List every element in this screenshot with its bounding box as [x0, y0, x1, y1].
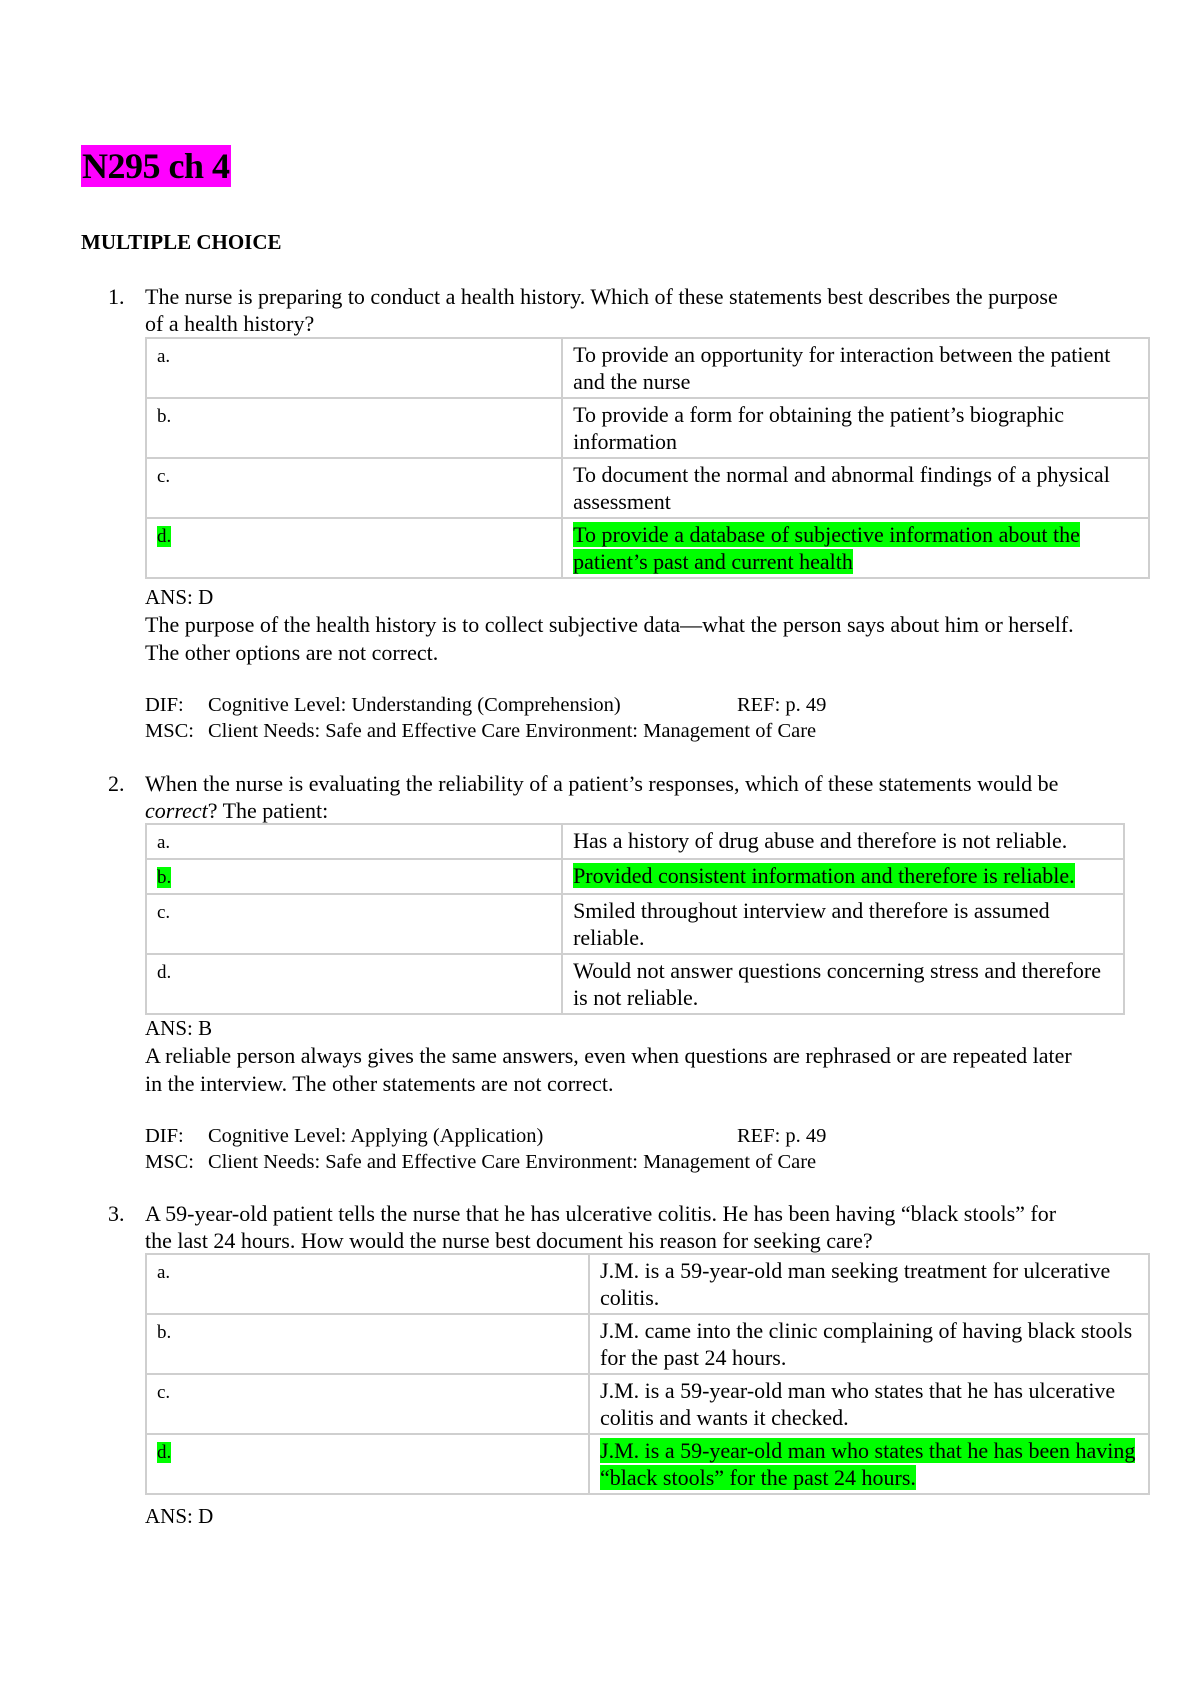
choices-table: a. To provide an opportunity for interac…	[144, 337, 1150, 579]
dif-label: DIF:	[145, 694, 184, 716]
choice-letter: b.	[157, 1322, 172, 1343]
choice-row-correct[interactable]: d. J.M. is a 59-year-old man who states …	[144, 1433, 1150, 1495]
question-number: 1.	[108, 284, 125, 309]
choice-letter: d.	[157, 526, 172, 547]
question-number: 2.	[108, 771, 125, 796]
choice-row[interactable]: c. Smiled throughout interview and there…	[144, 893, 1125, 955]
msc-label: MSC:	[145, 1151, 194, 1173]
question-stem: When the nurse is evaluating the reliabi…	[145, 771, 1059, 823]
choice-letter: a.	[157, 346, 171, 367]
question-stem: A 59-year-old patient tells the nurse th…	[145, 1201, 1057, 1253]
choice-row[interactable]: a. To provide an opportunity for interac…	[144, 337, 1150, 399]
choice-text: J.M. is a 59-year-old man who states tha…	[600, 1438, 1136, 1490]
choice-row[interactable]: b. J.M. came into the clinic complaining…	[144, 1313, 1150, 1375]
answer-key: ANS: D	[145, 1504, 214, 1528]
choice-text: J.M. is a 59-year-old man who states tha…	[600, 1378, 1116, 1430]
choice-text: Would not answer questions concerning st…	[573, 958, 1101, 1010]
dif-label: DIF:	[145, 1125, 184, 1147]
choice-row[interactable]: c. To document the normal and abnormal f…	[144, 457, 1150, 519]
difficulty: Cognitive Level: Applying (Application)	[208, 1125, 544, 1147]
choice-text: J.M. came into the clinic complaining of…	[600, 1318, 1133, 1370]
rationale: A reliable person always gives the same …	[145, 1043, 1072, 1096]
answer-key: ANS: D	[145, 585, 214, 609]
metadata: DIF: Cognitive Level: Applying (Applicat…	[145, 1123, 1105, 1175]
choice-text: Has a history of drug abuse and therefor…	[573, 828, 1068, 853]
reference: REF: p. 49	[737, 694, 827, 716]
msc: Client Needs: Safe and Effective Care En…	[208, 720, 817, 742]
choice-letter: c.	[157, 1382, 171, 1403]
choice-text: To document the normal and abnormal find…	[573, 462, 1110, 514]
choices-table: a. Has a history of drug abuse and there…	[144, 823, 1125, 1015]
reference: REF: p. 49	[737, 1125, 827, 1147]
question-number: 3.	[108, 1201, 125, 1226]
choice-row[interactable]: a. J.M. is a 59-year-old man seeking tre…	[144, 1253, 1150, 1315]
choice-letter: b.	[157, 867, 172, 888]
answer-key: ANS: B	[145, 1016, 213, 1040]
difficulty: Cognitive Level: Understanding (Comprehe…	[208, 694, 621, 716]
choice-row[interactable]: b. To provide a form for obtaining the p…	[144, 397, 1150, 459]
choice-letter: d.	[157, 1442, 172, 1463]
choice-text: To provide an opportunity for interactio…	[573, 342, 1111, 394]
question-stem: The nurse is preparing to conduct a heal…	[145, 284, 1058, 336]
choice-letter: a.	[157, 832, 171, 853]
choice-text: To provide a database of subjective info…	[573, 522, 1080, 574]
choice-letter: a.	[157, 1262, 171, 1283]
choice-letter: d.	[157, 962, 172, 983]
choice-text: Provided consistent information and ther…	[573, 863, 1075, 888]
section-heading: MULTIPLE CHOICE	[81, 230, 282, 254]
choice-row[interactable]: a. Has a history of drug abuse and there…	[144, 823, 1125, 860]
choice-text: J.M. is a 59-year-old man seeking treatm…	[600, 1258, 1111, 1310]
page-title: N295 ch 4	[81, 145, 231, 187]
choices-table: a. J.M. is a 59-year-old man seeking tre…	[144, 1253, 1150, 1495]
rationale: The purpose of the health history is to …	[145, 612, 1074, 665]
choice-row-correct[interactable]: d. To provide a database of subjective i…	[144, 517, 1150, 579]
choice-letter: b.	[157, 406, 172, 427]
choice-letter: c.	[157, 902, 171, 923]
choice-text: To provide a form for obtaining the pati…	[573, 402, 1064, 454]
choice-text: Smiled throughout interview and therefor…	[573, 898, 1050, 950]
msc-label: MSC:	[145, 720, 194, 742]
choice-row[interactable]: c. J.M. is a 59-year-old man who states …	[144, 1373, 1150, 1435]
msc: Client Needs: Safe and Effective Care En…	[208, 1151, 817, 1173]
choice-letter: c.	[157, 466, 171, 487]
metadata: DIF: Cognitive Level: Understanding (Com…	[145, 692, 1105, 744]
choice-row-correct[interactable]: b. Provided consistent information and t…	[144, 858, 1125, 895]
choice-row[interactable]: d. Would not answer questions concerning…	[144, 953, 1125, 1015]
